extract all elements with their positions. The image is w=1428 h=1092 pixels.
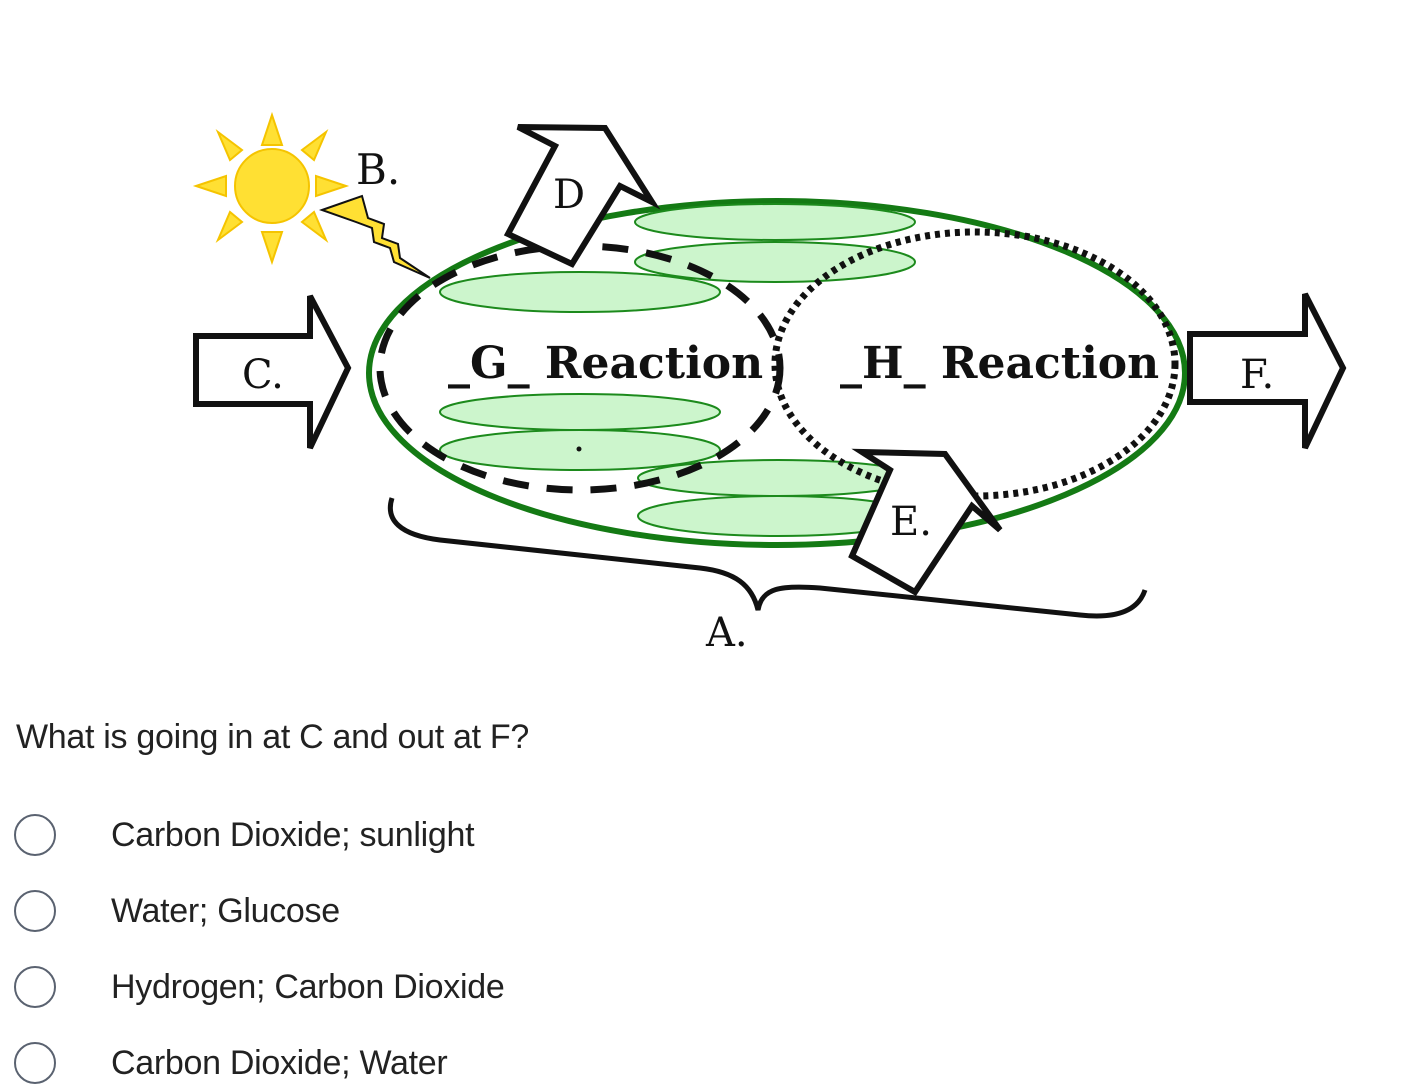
g-reaction-label: _G_ Reaction <box>448 338 763 389</box>
radio-button[interactable] <box>14 890 56 932</box>
radio-button[interactable] <box>14 966 56 1008</box>
chloroplast-diagram: _G_ Reaction _H_ Reaction C. F. D E. A. … <box>192 111 1347 656</box>
chloroplast-outer-membrane <box>366 198 1188 548</box>
answer-option[interactable]: Carbon Dioxide; sunlight <box>14 810 475 860</box>
arrow-c-in <box>193 294 352 450</box>
answer-option-label: Water; Glucose <box>111 891 340 930</box>
answer-option-label: Carbon Dioxide; Water <box>111 1043 448 1082</box>
arrow-d-out <box>503 124 661 268</box>
lightning-bolt-icon <box>318 194 431 279</box>
radio-button[interactable] <box>14 1042 56 1084</box>
label-e: E. <box>890 499 932 545</box>
answer-option[interactable]: Water; Glucose <box>14 886 340 936</box>
label-a: A. <box>705 610 748 656</box>
arrow-e <box>848 448 1003 596</box>
label-c: C. <box>242 352 284 398</box>
radio-button[interactable] <box>14 814 56 856</box>
answer-option-label: Hydrogen; Carbon Dioxide <box>111 967 505 1006</box>
answer-option[interactable]: Carbon Dioxide; Water <box>14 1038 448 1088</box>
label-d: D <box>553 172 585 218</box>
h-reaction-label: _H_ Reaction <box>840 338 1159 389</box>
answer-option-label: Carbon Dioxide; sunlight <box>111 815 475 854</box>
arrow-f-out <box>1187 292 1347 450</box>
question-text: What is going in at C and out at F? <box>16 718 530 756</box>
label-b: B. <box>356 145 400 194</box>
brace-a <box>387 497 1148 619</box>
answer-option[interactable]: Hydrogen; Carbon Dioxide <box>14 962 505 1012</box>
sun-icon <box>192 111 350 266</box>
label-f: F. <box>1240 352 1274 398</box>
